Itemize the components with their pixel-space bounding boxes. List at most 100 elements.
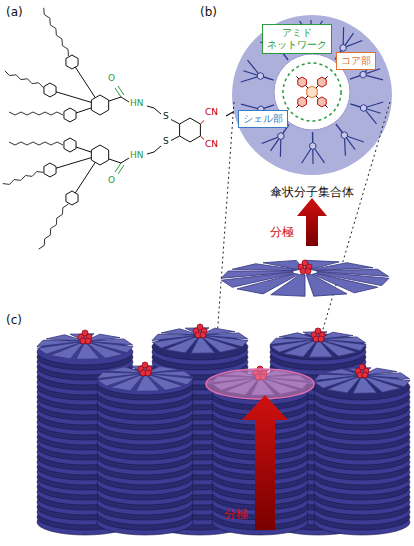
umbrella-blade <box>323 369 359 375</box>
assembly-caption: 傘状分子集合体 <box>270 186 354 199</box>
umbrella-blade <box>161 329 197 335</box>
aryl-ring <box>44 163 56 177</box>
core-blob <box>305 268 311 274</box>
atom-label: HN <box>130 99 144 109</box>
core-ring <box>318 97 327 107</box>
bond <box>118 165 124 174</box>
core-ring <box>298 97 307 107</box>
box-text: シェル部 <box>243 113 283 125</box>
panel-label: (b) <box>200 6 217 19</box>
core-blob <box>302 260 308 266</box>
polarization-label: 分極 <box>224 508 248 521</box>
shell-ring <box>361 104 367 111</box>
shell-ring <box>257 73 263 80</box>
atom-label: CN <box>205 140 218 150</box>
columnar-stack <box>37 324 410 535</box>
umbrella-blade <box>279 333 315 339</box>
panel-label: (c) <box>6 314 22 327</box>
core-blob <box>362 372 368 378</box>
bond <box>200 136 204 140</box>
stacked-disk <box>97 369 193 395</box>
atom-label: S <box>163 112 169 122</box>
core-ring <box>298 77 307 87</box>
dendron <box>3 138 161 249</box>
polarization-label: 分極 <box>270 226 294 239</box>
stacked-disk <box>270 334 366 360</box>
aryl-ring <box>44 83 56 97</box>
umbrella-assembly <box>221 260 389 296</box>
core-blob <box>200 332 206 338</box>
bond <box>147 106 161 114</box>
atom-label: O <box>108 74 115 84</box>
shell-ring <box>310 142 316 149</box>
alkyl-chain <box>3 172 44 185</box>
shell-disk <box>232 15 392 175</box>
bond <box>118 86 124 95</box>
umbrella-blade <box>46 335 82 341</box>
column <box>97 362 193 535</box>
shell-ring <box>278 133 284 140</box>
bond <box>121 158 129 163</box>
bond <box>109 97 121 101</box>
box-text: アミド ネットワーク <box>267 27 327 51</box>
bond <box>171 120 180 125</box>
bond <box>109 159 121 163</box>
alkyl-chain <box>9 142 63 145</box>
dendron <box>5 8 161 122</box>
alkyl-chain <box>44 8 69 56</box>
core-blob <box>315 328 321 334</box>
core-ring <box>318 77 327 87</box>
core-ring <box>180 118 201 142</box>
core-ring <box>307 86 317 98</box>
assembly-top-view <box>232 15 392 175</box>
core-blob <box>318 336 324 342</box>
amide-network <box>283 63 341 121</box>
umbrella-blade <box>110 375 143 391</box>
umbrella-blade <box>165 337 198 353</box>
core-blob <box>82 330 88 336</box>
shell-ring <box>340 44 346 51</box>
stacked-disk <box>97 374 193 400</box>
aryl-ring <box>64 108 76 122</box>
core-label-box: コア部 <box>336 52 376 70</box>
core-blob <box>142 362 148 368</box>
polarization-arrow <box>297 198 327 246</box>
core-blob <box>359 364 365 370</box>
atom-label: CN <box>205 108 218 118</box>
stacked-disk <box>37 339 133 365</box>
core-blob <box>145 370 151 376</box>
shell-label-box: シェル部 <box>238 110 288 128</box>
bond <box>121 97 129 102</box>
box-text: コア部 <box>341 55 371 67</box>
bond <box>147 146 161 154</box>
panel-label: (a) <box>6 6 23 19</box>
umbrella-blade <box>283 341 316 357</box>
molecule <box>3 8 204 249</box>
aryl-ring <box>91 145 108 165</box>
bond <box>200 121 204 125</box>
umbrella-blade <box>50 343 83 359</box>
atom-label: HN <box>130 151 144 161</box>
highlighted-disk <box>206 369 314 399</box>
umbrella-blade <box>327 377 360 393</box>
umbrella-blade <box>106 367 142 373</box>
umbrella-blade <box>271 274 305 296</box>
umbrella-blade <box>232 264 297 271</box>
column <box>314 364 410 535</box>
projection-line <box>308 102 390 380</box>
shell-ring <box>341 132 347 139</box>
alkyl-chain <box>39 204 69 249</box>
aryl-ring <box>91 95 108 115</box>
atom-label: O <box>108 176 115 186</box>
core-blob <box>197 324 203 330</box>
polarization-arrow <box>242 395 288 530</box>
shell-ring <box>360 71 366 78</box>
aryl-ring <box>66 55 78 69</box>
alkyl-chain <box>5 71 44 88</box>
umbrella-blade <box>306 274 347 296</box>
core-blob <box>85 338 91 344</box>
aryl-ring <box>64 138 76 152</box>
amide-label-box: アミド ネットワーク <box>262 24 332 54</box>
